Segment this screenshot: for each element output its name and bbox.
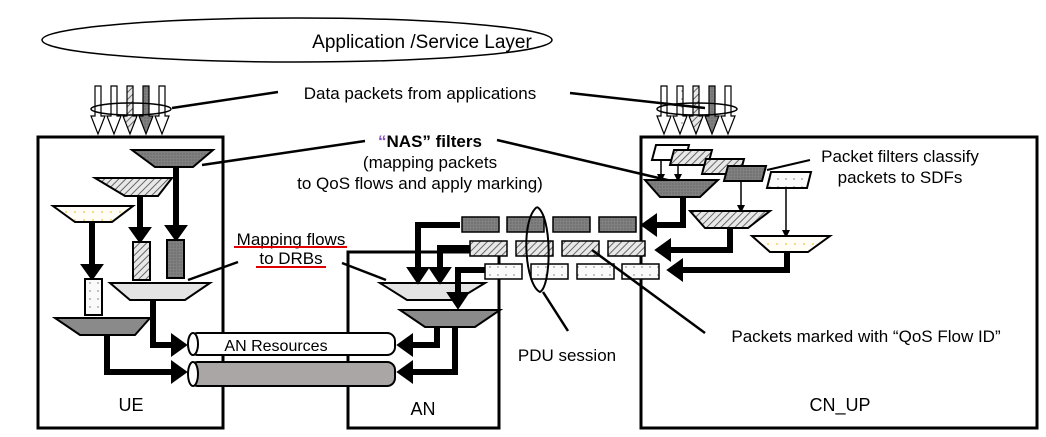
- nas-filter-trapezoid: [49, 205, 136, 223]
- callout-line: [766, 159, 811, 171]
- cn-internals: [640, 144, 834, 282]
- callout-line: [171, 90, 279, 110]
- callout-line: [569, 91, 706, 110]
- callout-line: [496, 138, 681, 185]
- nas-filters-label: “NAS” filters: [378, 132, 482, 151]
- mapping-flows-line-1: Mapping flows: [237, 230, 346, 249]
- packet-filters-line-2: packets to SDFs: [838, 168, 963, 187]
- drb-pipe: [187, 361, 396, 387]
- ue-box: [36, 135, 225, 430]
- nas-filter-trapezoid: [128, 149, 216, 168]
- nas-desc-line-1: (mapping packets: [363, 153, 497, 172]
- packet-filters-line-1: Packet filters classify: [821, 147, 979, 166]
- drb-mapping-trapezoid: [107, 282, 214, 301]
- ue-label: UE: [118, 395, 143, 415]
- an-resources-pipe: AN Resources: [187, 332, 396, 356]
- nas-filters-text: NAS” filters: [387, 132, 482, 151]
- nas-desc-line-2: to QoS flows and apply marking): [297, 174, 543, 193]
- callout-line: [591, 248, 706, 335]
- callout-line: [341, 261, 387, 282]
- callout-line: [187, 260, 239, 282]
- ue-incoming-packets-icon: [90, 85, 172, 136]
- packets-marked-label: Packets marked with “QoS Flow ID”: [731, 327, 1001, 346]
- application-layer-label: Application /Service Layer: [312, 32, 532, 53]
- pdu-session-label: PDU session: [518, 346, 616, 365]
- cn-incoming-packets-icon: [656, 85, 738, 136]
- pdu-session-packets: [461, 216, 660, 280]
- pdu-session-loop: [525, 206, 550, 294]
- drb-mapping-trapezoid: [51, 317, 153, 336]
- quote-mark: “: [378, 132, 387, 151]
- callout-line: [201, 139, 366, 167]
- data-packets-label: Data packets from applications: [304, 84, 536, 103]
- nas-filter-trapezoid: [91, 177, 175, 197]
- an-internals: [376, 222, 504, 384]
- callout-line: [541, 291, 570, 332]
- cn-up-label: CN_UP: [809, 395, 870, 416]
- an-label: AN: [410, 399, 435, 419]
- application-service-layer: Application /Service Layer: [41, 17, 553, 63]
- an-resources-label: AN Resources: [224, 338, 327, 355]
- mapping-flows-line-2: to DRBs: [259, 249, 322, 268]
- cn-up-box: [639, 135, 1039, 430]
- ue-internals: [49, 149, 216, 384]
